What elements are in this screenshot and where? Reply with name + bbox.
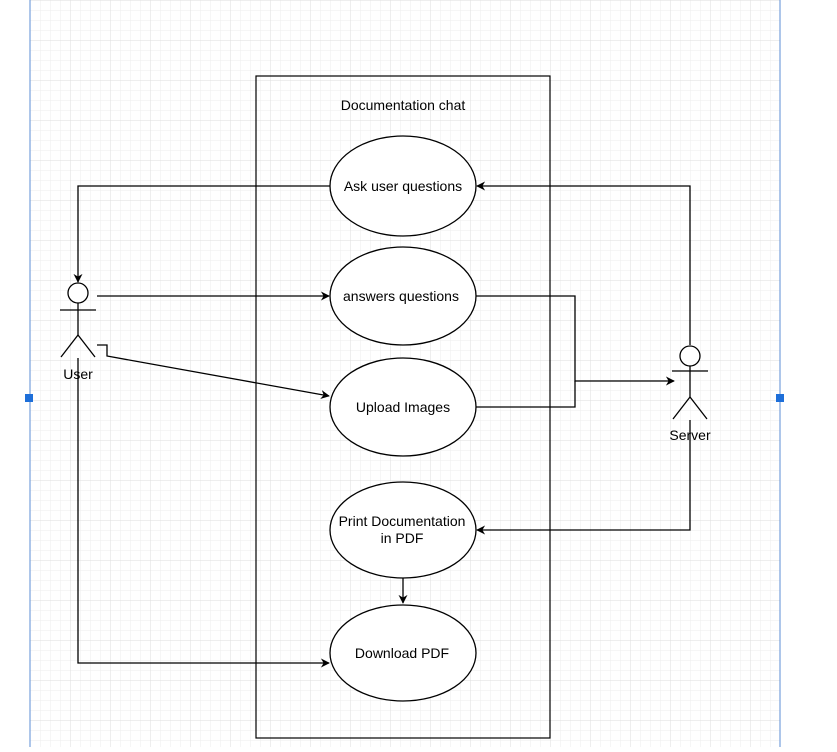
actor-user-label: User <box>63 366 93 382</box>
actor-server-leg-left <box>672 396 691 420</box>
system-title: Documentation chat <box>341 97 466 113</box>
edge-ask-to-user[interactable] <box>73 185 330 283</box>
edge-user-to-upload[interactable] <box>97 344 330 399</box>
actor-server-label: Server <box>669 427 711 443</box>
use-case-answers-label: answers questions <box>343 288 459 304</box>
edge-server-to-ask[interactable] <box>476 181 691 345</box>
actor-server-leg-right <box>689 396 708 420</box>
use-case-print-label-line1: Print Documentation <box>339 513 466 529</box>
use-case-print-label-line2: in PDF <box>381 530 424 546</box>
use-case-ask-label: Ask user questions <box>344 178 462 194</box>
actor-server[interactable] <box>672 345 708 420</box>
actor-user-leg-left <box>60 334 79 358</box>
actor-user-leg-right <box>77 334 96 358</box>
actor-user[interactable] <box>60 282 96 358</box>
edge-upload-to-server[interactable] <box>476 381 576 408</box>
edge-answers-to-server[interactable] <box>476 295 675 386</box>
actor-server-head <box>679 345 701 367</box>
use-case-upload-label: Upload Images <box>356 399 450 415</box>
use-case-ask-user-questions[interactable]: Ask user questions <box>329 135 477 237</box>
use-case-download-label: Download PDF <box>355 645 449 661</box>
selection-handle-left[interactable] <box>25 394 33 402</box>
use-case-answers-questions[interactable]: answers questions <box>329 246 477 346</box>
use-case-download-pdf[interactable]: Download PDF <box>329 604 477 702</box>
use-case-print-documentation[interactable]: Print Documentation in PDF <box>329 481 477 579</box>
selection-handle-right[interactable] <box>776 394 784 402</box>
edge-user-to-download[interactable] <box>77 358 330 668</box>
use-case-upload-images[interactable]: Upload Images <box>329 357 477 457</box>
actor-user-head <box>67 282 89 304</box>
edge-server-to-print[interactable] <box>476 420 691 535</box>
